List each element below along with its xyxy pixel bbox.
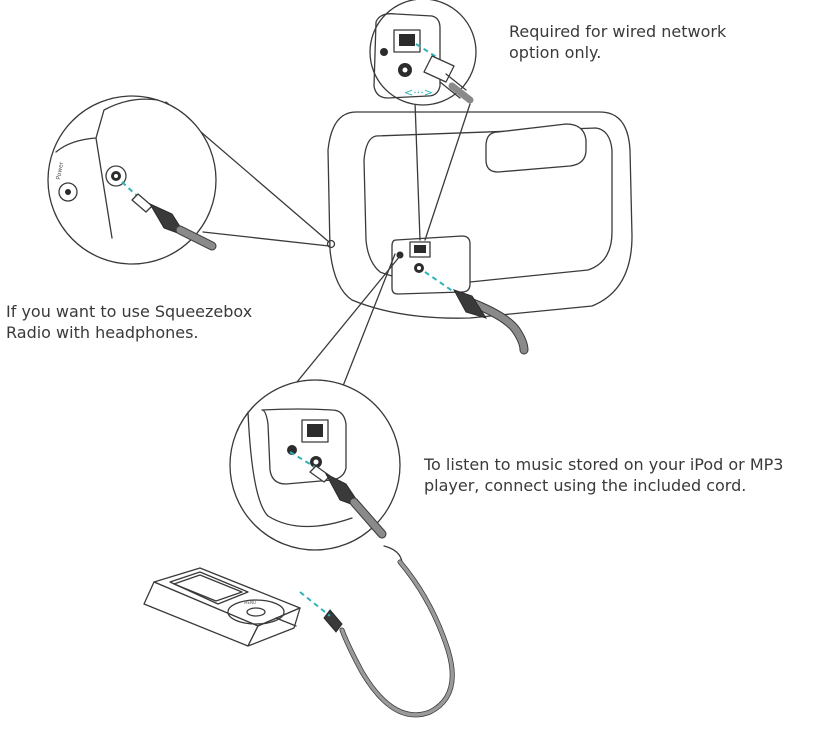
network-caption: Required for wired network option only.	[509, 21, 726, 63]
network-zoom-callout: <···>	[369, 0, 477, 241]
aux-zoom-callout	[229, 253, 401, 551]
headphones-caption: If you want to use Squeezebox Radio with…	[6, 301, 252, 343]
player-click-wheel	[227, 599, 285, 625]
player-center-button	[246, 607, 266, 617]
radio-back-port-panel	[391, 235, 471, 295]
network-guide-dash	[415, 43, 439, 59]
headphone-zoom-side-label: Power	[55, 161, 65, 181]
player-menu-label: MENU	[244, 600, 256, 605]
aux-cord	[299, 545, 455, 718]
lan-arrow-label: <···>	[404, 86, 433, 99]
aux-caption-line-1: To listen to music stored on your iPod o…	[424, 455, 784, 474]
headphone-zoom-callout: Power	[47, 95, 330, 265]
ethernet-plug	[423, 55, 455, 83]
aux-guide-dash-radio	[424, 271, 455, 293]
headphones-caption-line-1: If you want to use Squeezebox	[6, 302, 253, 321]
player-guide-dash	[299, 591, 331, 617]
aux-caption: To listen to music stored on your iPod o…	[424, 454, 783, 496]
network-caption-line-1: Required for wired network	[509, 22, 727, 41]
radio-handle	[485, 123, 587, 173]
headphones-caption-line-2: Radio with headphones.	[6, 323, 199, 342]
player-plug	[323, 609, 343, 633]
radio-aux-plug	[452, 289, 488, 319]
aux-caption-line-2: player, connect using the included cord.	[424, 476, 747, 495]
radio-body	[326, 111, 633, 355]
radio-side-headphone-jack	[326, 239, 336, 249]
music-player: MENU	[143, 567, 301, 647]
network-caption-line-2: option only.	[509, 43, 602, 62]
